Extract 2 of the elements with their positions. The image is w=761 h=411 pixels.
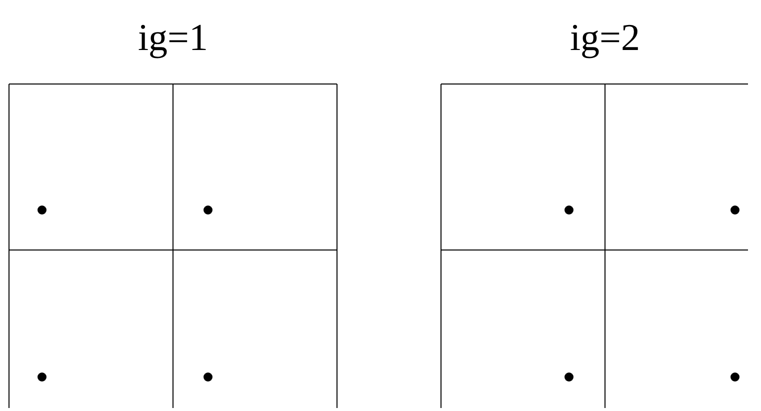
grid-title: ig=2 (570, 17, 640, 59)
grid-title: ig=1 (138, 17, 208, 59)
